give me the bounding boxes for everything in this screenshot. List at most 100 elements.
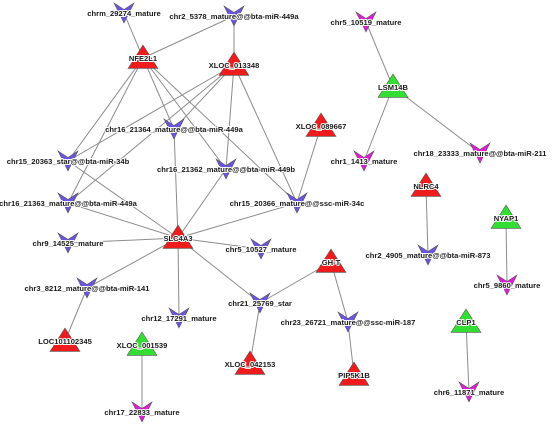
node-label: chr6_11871_mature [434, 388, 505, 397]
node-XLOC_089667[interactable]: XLOC_089667 [295, 112, 347, 137]
edge-XLOC_013348-chr16_21362 [225, 64, 235, 170]
gene-triangle-shape [127, 44, 159, 69]
edge-SLC4A3-chr21_25769 [177, 237, 261, 304]
node-label: chr12_17291_mature [141, 314, 216, 323]
node-SLC4A3[interactable]: SLC4A3 [162, 224, 194, 249]
node-chr16_21363[interactable]: chr16_21363_mature@@bta-miR-449a [0, 192, 139, 214]
edge-SLC4A3-chr3_8212 [86, 237, 179, 289]
node-label: XLOC_089667 [296, 122, 347, 131]
edge-XLOC_013348-chr16_21363 [67, 64, 235, 204]
node-chr16_21364[interactable]: chr16_21364_mature@@bta-miR-449a [104, 118, 245, 140]
edge-NFE2L1-chr15_20363 [67, 57, 144, 162]
node-label: NLRC4 [413, 182, 439, 191]
node-label: XLOC_001539 [117, 341, 168, 350]
mirna-arrow-shape [168, 307, 190, 329]
node-layer: chrm_29274_mature chr2_5378_mature@@bta-m… [0, 2, 548, 423]
node-chr3_8212[interactable]: chr3_8212_mature@@bta-miR-141 [24, 277, 151, 299]
node-chr12_17291[interactable]: chr12_17291_mature [140, 307, 218, 329]
edge-XLOC_013348-chr15_20366 [233, 64, 298, 204]
node-XLOC_013348[interactable]: XLOC_013348 [208, 51, 260, 76]
node-chr6_11871[interactable]: chr6_11871_mature [433, 381, 505, 403]
edge-NYAP1-chr5_9860 [505, 217, 508, 286]
node-label: chr23_26721_mature@@ssc-miR-187 [281, 318, 416, 327]
node-chr21_25769[interactable]: chr21_25769_star [227, 292, 293, 314]
edge-NFE2L1-chr2_5378 [142, 15, 235, 59]
mirna-arrow-shape [469, 142, 491, 164]
node-chrm_29274[interactable]: chrm_29274_mature [86, 2, 162, 24]
node-label: chr15_20366_mature@@ssc-miR-34c [230, 199, 365, 208]
node-chr5_10527[interactable]: chr5_10527_mature [225, 238, 297, 260]
node-chr2_5378[interactable]: chr2_5378_mature@@bta-miR-449a [168, 5, 300, 27]
gene-triangle-shape [49, 327, 81, 352]
node-label: chr16_21364_mature@@bta-miR-449a [105, 125, 243, 134]
mirna-arrow-shape [131, 401, 153, 423]
gene-triangle-shape [338, 361, 370, 386]
node-XLOC_042153[interactable]: XLOC_042153 [224, 350, 276, 375]
node-PIP5K1B[interactable]: PIP5K1B [337, 361, 371, 386]
node-label: CLP1 [456, 318, 476, 327]
gene-triangle-shape [162, 224, 194, 249]
node-LSM14B[interactable]: LSM14B [377, 73, 409, 98]
node-chr1_1413[interactable]: chr1_1413_mature [330, 150, 398, 172]
mirna-arrow-shape [458, 381, 480, 403]
edge-SLC4A3-chr16_21362 [177, 168, 227, 239]
edge-SLC4A3-chr5_10527 [177, 237, 262, 250]
node-chr17_22833[interactable]: chr17_22833_mature [103, 401, 181, 423]
mirna-arrow-shape [76, 277, 98, 299]
gene-triangle-shape [315, 248, 347, 273]
edge-SLC4A3-chr15_20366 [177, 202, 298, 239]
node-GHT[interactable]: GH-T [315, 248, 347, 273]
node-label: chr3_8212_mature@@bta-miR-141 [25, 284, 151, 293]
gene-triangle-shape [305, 112, 337, 137]
edge-NLRC4-chr2_4905 [425, 185, 429, 256]
mirna-arrow-shape [355, 11, 377, 33]
edge-SLC4A3-chr16_21364 [173, 128, 179, 239]
edge-layer [64, 12, 508, 412]
gene-triangle-shape [234, 350, 266, 375]
node-label: chrm_29274_mature [87, 9, 160, 18]
node-chr16_21362[interactable]: chr16_21362_mature@@bta-miR-449b [156, 158, 296, 180]
node-NFE2L1[interactable]: NFE2L1 [127, 44, 159, 69]
mirna-arrow-shape [286, 192, 308, 214]
mirna-arrow-shape [353, 150, 375, 172]
node-NYAP1[interactable]: NYAP1 [490, 204, 522, 229]
mirna-arrow-shape [163, 118, 185, 140]
node-chr5_9860[interactable]: chr5_9860_mature [473, 274, 541, 296]
node-chr5_10519[interactable]: chr5_10519_mature [330, 11, 402, 33]
edge-SLC4A3-chr16_21363 [67, 202, 179, 239]
node-chr15_20363[interactable]: chr15_20363_star@@bta-miR-34b [6, 150, 131, 172]
node-label: LSM14B [378, 83, 408, 92]
gene-triangle-shape [490, 204, 522, 229]
gene-triangle-shape [410, 172, 442, 197]
gene-triangle-shape [377, 73, 409, 98]
node-NLRC4[interactable]: NLRC4 [410, 172, 442, 197]
node-label: NFE2L1 [129, 54, 158, 63]
node-label: chr5_10527_mature [226, 245, 297, 254]
node-label: chr17_22833_mature [104, 408, 179, 417]
mirna-arrow-shape [250, 238, 272, 260]
edge-NFE2L1-chr16_21364 [142, 57, 175, 130]
node-label: chr15_20363_star@@bta-miR-34b [7, 157, 130, 166]
edge-SLC4A3-chr15_20363 [67, 160, 179, 239]
gene-triangle-shape [126, 331, 158, 356]
node-label: PIP5K1B [338, 371, 370, 380]
node-chr9_14525[interactable]: chr9_14525_mature [32, 232, 104, 254]
mirna-arrow-shape [417, 244, 439, 266]
node-chr18_23333[interactable]: chr18_23333_mature@@bta-miR-211 [412, 142, 548, 164]
edge-LSM14B-chr1_1413 [363, 86, 394, 162]
mirna-arrow-shape [57, 192, 79, 214]
node-chr23_26721[interactable]: chr23_26721_mature@@ssc-miR-187 [280, 311, 416, 333]
node-CLP1[interactable]: CLP1 [450, 308, 482, 333]
node-LOC101102345[interactable]: LOC101102345 [37, 327, 94, 352]
node-chr15_20366[interactable]: chr15_20366_mature@@ssc-miR-34c [229, 192, 365, 214]
edge-SLC4A3-chr9_14525 [67, 237, 179, 244]
mirna-arrow-shape [496, 274, 518, 296]
node-label: LOC101102345 [38, 337, 92, 346]
gene-triangle-shape [450, 308, 482, 333]
node-label: chr21_25769_star [228, 299, 292, 308]
node-label: GH-T [322, 258, 341, 267]
node-XLOC_001539[interactable]: XLOC_001539 [116, 331, 168, 356]
node-chr2_4905[interactable]: chr2_4905_mature@@bta-miR-873 [365, 244, 491, 266]
mirna-arrow-shape [337, 311, 359, 333]
